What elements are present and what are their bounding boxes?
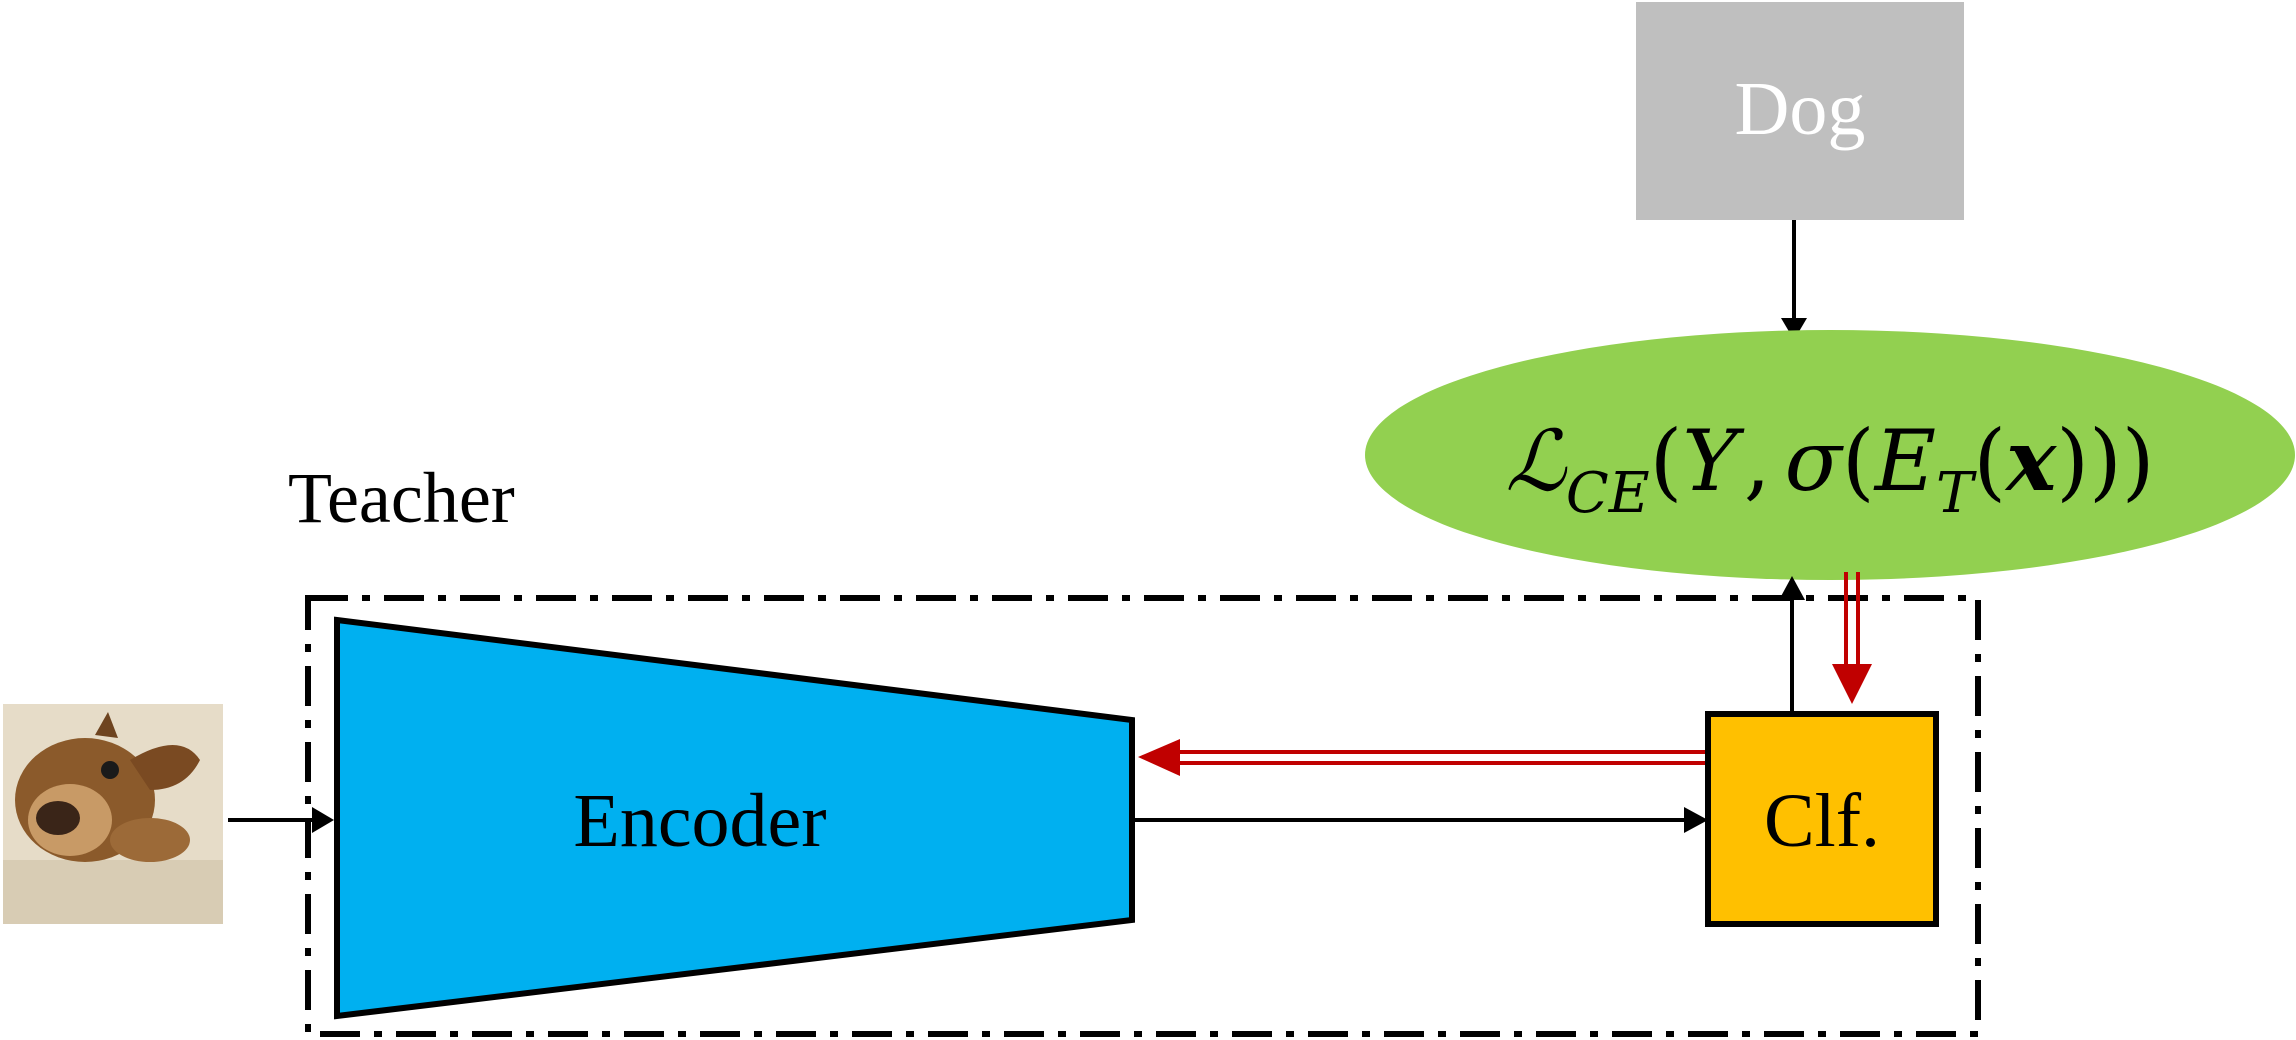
encoder-shape bbox=[334, 616, 1135, 1020]
encoder: Encoder bbox=[334, 616, 1135, 1020]
arrow-encoder-to-classifier bbox=[1135, 807, 1708, 833]
arrow-label-to-loss bbox=[1781, 220, 1807, 340]
classifier-label: Clf. bbox=[1764, 779, 1880, 863]
loss-subscript-t: T bbox=[1936, 461, 1977, 526]
loss-ellipse-shape bbox=[1365, 330, 2295, 580]
loss-e: E bbox=[1873, 412, 1936, 510]
teacher-label: Teacher bbox=[288, 458, 515, 538]
label-box-text: Dog bbox=[1735, 67, 1866, 151]
loss-sigma: σ bbox=[1785, 412, 1845, 510]
loss-script-l: ℒ bbox=[1505, 412, 1567, 510]
loss-formula: ℒCE(Y,σ(ET(x))) bbox=[1505, 411, 2154, 526]
classifier-box bbox=[1705, 711, 1939, 927]
arrow-image-to-encoder bbox=[228, 807, 334, 833]
gradient-arrow-to-classifier bbox=[1832, 572, 1872, 704]
gradient-arrow-to-encoder bbox=[1138, 739, 1708, 776]
loss-ellipse: ℒCE(Y,σ(ET(x))) bbox=[1365, 330, 2295, 580]
loss-comma: , bbox=[1744, 412, 1771, 510]
input-image bbox=[3, 704, 223, 924]
loss-subscript-ce: CE bbox=[1566, 461, 1650, 526]
dog-photo-icon bbox=[15, 712, 200, 862]
loss-paren-close: ))) bbox=[2056, 412, 2154, 510]
loss-y: Y bbox=[1682, 412, 1745, 510]
label-box-dog: Dog bbox=[1636, 2, 1964, 220]
classifier: Clf. bbox=[1705, 711, 1939, 927]
loss-paren-open-2: ( bbox=[1842, 412, 1875, 510]
label-box-rect bbox=[1636, 2, 1964, 220]
loss-x: x bbox=[2004, 411, 2057, 510]
loss-paren-open-3: ( bbox=[1973, 412, 2006, 510]
encoder-label: Encoder bbox=[573, 779, 826, 863]
arrow-classifier-to-loss bbox=[1779, 576, 1805, 712]
loss-paren-open-1: ( bbox=[1650, 412, 1683, 510]
